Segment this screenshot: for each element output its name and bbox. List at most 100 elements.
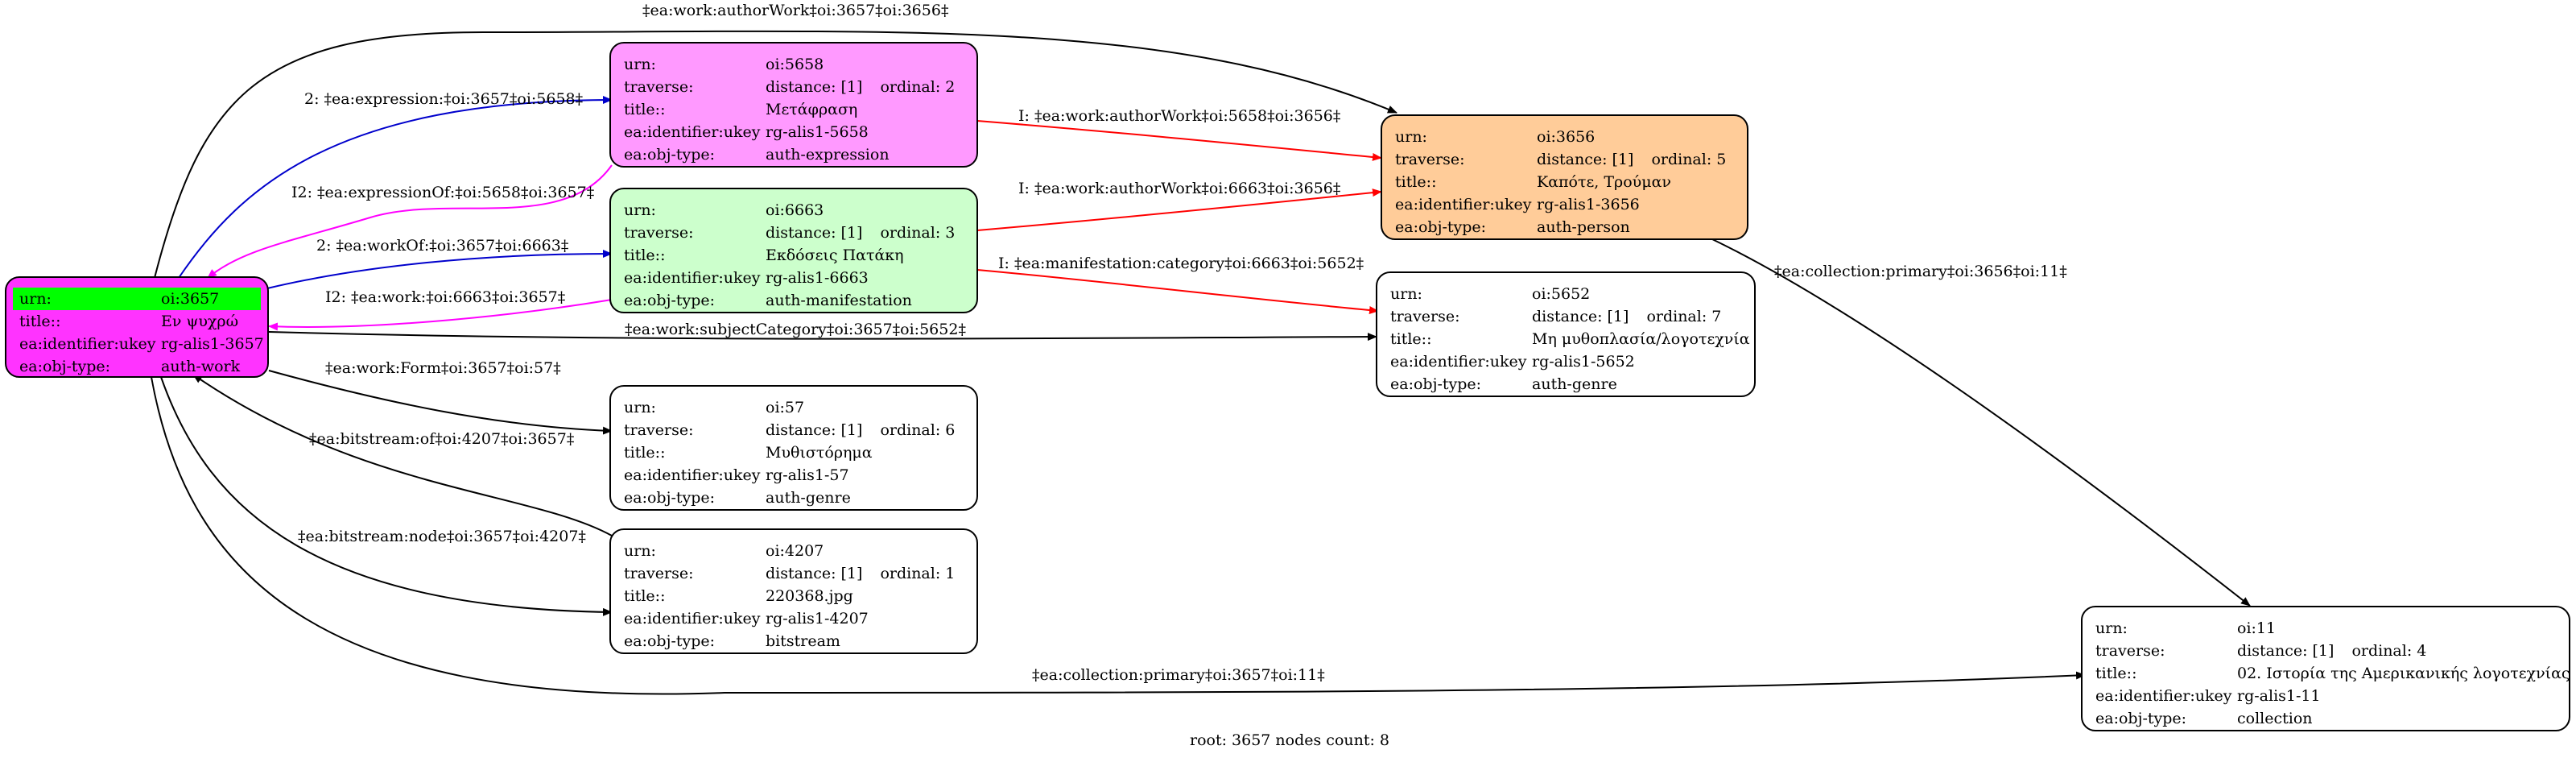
row-value: 02. Ιστορία της Αμερικανικής λογοτεχνίας — [2237, 665, 2570, 682]
row-value: rg-alis1-6663 — [766, 269, 869, 287]
edge-expression — [178, 96, 613, 279]
row-value: distance: [1] — [766, 421, 863, 439]
edge-subjectcategory — [268, 331, 1377, 342]
row-value: rg-alis1-4207 — [766, 610, 869, 628]
row-key: title:: — [624, 246, 666, 264]
row-value: oi:5658 — [766, 56, 824, 73]
row-key: ea:obj-type: — [624, 489, 716, 507]
row-value: oi:4207 — [766, 542, 824, 560]
row-key: traverse: — [1395, 151, 1465, 168]
row-value: oi:57 — [766, 399, 805, 416]
edge-authorwork-6663 — [976, 188, 1382, 231]
node-row-title: title::Εν ψυχρώ — [19, 310, 254, 333]
row-value: auth-work — [161, 358, 241, 375]
row-key: urn: — [624, 56, 656, 73]
row-value: rg-alis1-3656 — [1537, 196, 1640, 213]
node-row-objtype: ea:obj-type:auth-genre — [1390, 373, 1741, 396]
node-row-traverse: traverse: distance: [1] ordinal: 6 — [624, 419, 964, 441]
row-key: traverse: — [624, 421, 694, 439]
node-oi-3657-root[interactable]: urn:oi:3657 title::Εν ψυχρώ ea:identifie… — [5, 276, 269, 378]
node-row-objtype: ea:obj-type:auth-work — [19, 355, 254, 378]
row-value: rg-alis1-11 — [2237, 687, 2321, 705]
row-value: Μετάφραση — [766, 101, 858, 118]
row-ordinal: ordinal: 7 — [1646, 308, 1722, 325]
row-value: auth-expression — [766, 146, 890, 164]
node-row-traverse: traverse:distance: [1]ordinal: 1 — [624, 562, 964, 585]
edge-label-manifestation-category: I: ‡ea:manifestation:category‡oi:6663‡oi… — [998, 255, 1364, 272]
row-value: auth-genre — [766, 489, 851, 507]
row-key: title:: — [2095, 665, 2137, 682]
row-value: oi:3656 — [1537, 128, 1596, 146]
edge-label-authorwork-5658: I: ‡ea:work:authorWork‡oi:5658‡oi:3656‡ — [1018, 107, 1341, 125]
edge-form — [268, 370, 613, 435]
row-key: ea:identifier:ukey — [624, 610, 761, 628]
row-value: Μυθιστόρημα — [766, 444, 873, 462]
row-key: urn: — [1395, 128, 1427, 146]
row-value: bitstream — [766, 632, 840, 650]
node-oi-4207[interactable]: urn:oi:4207 traverse:distance: [1]ordina… — [609, 528, 978, 654]
edge-label-work: I2: ‡ea:work:‡oi:6663‡oi:3657‡ — [325, 288, 566, 306]
edge-label-collection-root: ‡ea:collection:primary‡oi:3657‡oi:11‡ — [1032, 666, 1325, 684]
row-key: ea:identifier:ukey — [624, 466, 761, 484]
node-oi-5652[interactable]: urn:oi:5652 traverse:distance: [1]ordina… — [1376, 271, 1756, 397]
row-key: ea:obj-type: — [624, 632, 716, 650]
node-oi-5658[interactable]: urn: oi:5658 traverse:distance: [1]ordina… — [609, 42, 978, 168]
row-value: distance: [1] — [766, 565, 863, 582]
edge-work — [268, 299, 613, 331]
node-row-urn: urn: oi:11 — [2095, 617, 2556, 640]
row-ordinal: ordinal: 6 — [880, 421, 956, 439]
edge-authorwork-5658 — [976, 120, 1382, 161]
node-row-urn: urn:oi:5652 — [1390, 283, 1741, 305]
row-value: Μη μυθοπλασία/λογοτεχνία — [1532, 330, 1750, 348]
node-row-objtype: ea:obj-type:collection — [2095, 707, 2556, 730]
row-ordinal: ordinal: 5 — [1651, 151, 1727, 168]
node-row-title: title::Εκδόσεις Πατάκη — [624, 244, 964, 267]
node-oi-3656[interactable]: urn: oi:3656 traverse:distance: [1]ordina… — [1381, 114, 1748, 240]
row-ordinal: ordinal: 2 — [880, 78, 956, 96]
node-row-traverse: traverse:distance: [1]ordinal: 3 — [624, 222, 964, 244]
edge-label-collection-3656: ‡ea:collection:primary‡oi:3656‡oi:11‡ — [1774, 263, 2067, 280]
row-key: title:: — [1390, 330, 1432, 348]
edge-collection-root — [151, 376, 2086, 695]
row-key: ea:identifier:ukey — [1390, 353, 1527, 371]
row-value: rg-alis1-3657 — [161, 335, 264, 353]
node-row-ukey: ea:identifier:ukey rg-alis1-6663 — [624, 267, 964, 289]
row-key: urn: — [2095, 619, 2128, 637]
row-value: oi:6663 — [766, 201, 824, 219]
node-row-traverse: traverse:distance: [1]ordinal: 2 — [624, 76, 964, 98]
node-row-urn: urn: oi:5658 — [624, 53, 964, 76]
node-row-traverse: traverse:distance: [1]ordinal: 5 — [1395, 148, 1734, 171]
row-key: ea:obj-type: — [1390, 375, 1482, 393]
node-oi-6663[interactable]: urn:oi:6663 traverse:distance: [1]ordina… — [609, 188, 978, 313]
edge-label-authorwork-6663: I: ‡ea:work:authorWork‡oi:6663‡oi:3656‡ — [1018, 180, 1341, 197]
row-value: collection — [2237, 710, 2313, 727]
row-key: traverse: — [624, 565, 694, 582]
edge-authorwork-root — [154, 30, 1397, 279]
row-value: rg-alis1-5658 — [766, 123, 869, 141]
edge-label-expressionof: I2: ‡ea:expressionOf:‡oi:5658‡oi:3657‡ — [291, 184, 595, 201]
node-row-objtype: ea:obj-type:auth-manifestation — [624, 289, 964, 312]
row-key: ea:identifier:ukey — [624, 269, 761, 287]
node-row-objtype: ea:obj-type:auth-expression — [624, 143, 964, 166]
row-ordinal: ordinal: 3 — [880, 224, 956, 242]
row-value: distance: [1] — [766, 224, 863, 242]
edge-label-workof: 2: ‡ea:workOf:‡oi:3657‡oi:6663‡ — [316, 237, 569, 255]
node-row-urn: urn:oi:3657 — [13, 288, 261, 310]
row-value: oi:11 — [2237, 619, 2277, 637]
node-row-objtype: ea:obj-type:auth-person — [1395, 216, 1734, 238]
node-oi-11[interactable]: urn:oi:11 traverse:distance: [1]ordinal:… — [2081, 606, 2570, 731]
node-row-objtype: ea:obj-type: auth-genre — [624, 487, 964, 509]
node-row-ukey: ea:identifier:ukey rg-alis1-4207 — [624, 607, 964, 630]
node-oi-57[interactable]: urn:oi:57 traverse:distance: [1]ordinal:… — [609, 385, 978, 511]
edge-manifestation-category — [976, 269, 1379, 314]
row-key: title:: — [624, 587, 666, 605]
edge-label-bitstream-of: ‡ea:bitstream:of‡oi:4207‡oi:3657‡ — [309, 430, 575, 448]
node-row-title: title::220368.jpg — [624, 585, 964, 607]
row-key: ea:obj-type: — [1395, 218, 1487, 236]
